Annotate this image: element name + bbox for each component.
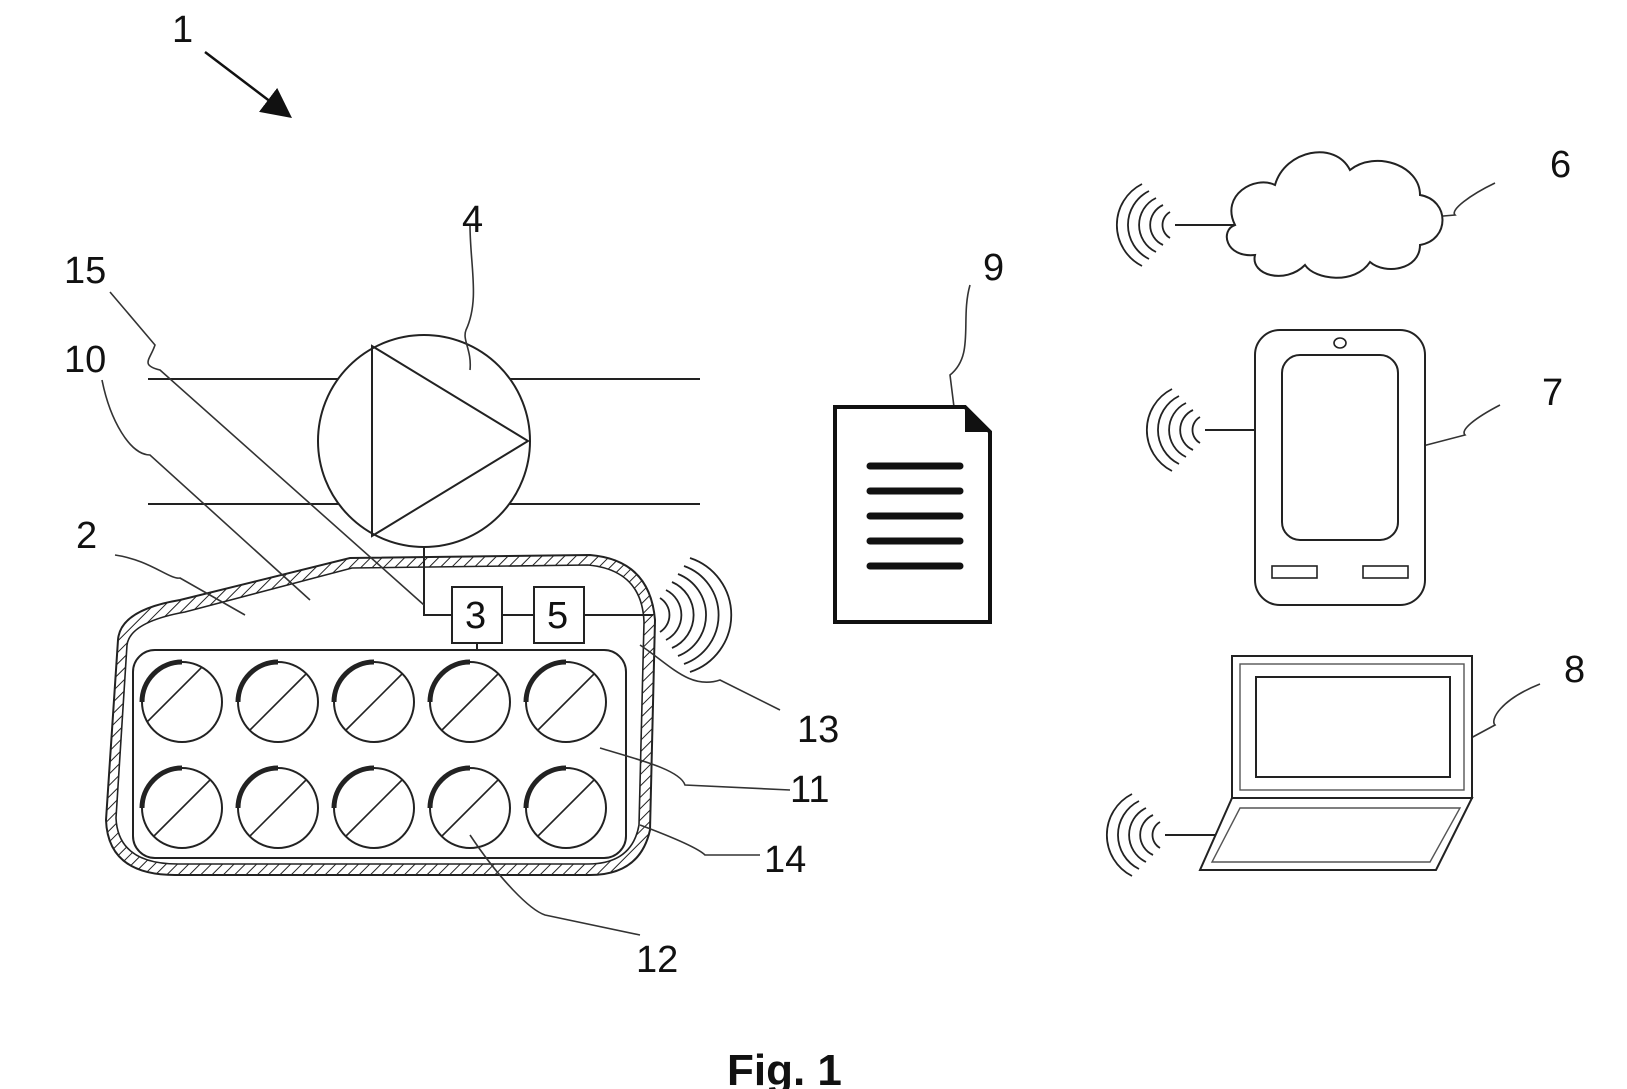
box-5-label: 5 — [547, 595, 568, 637]
smartphone-7-icon — [1205, 330, 1425, 605]
label-10: 10 — [64, 339, 106, 381]
label-9: 9 — [983, 247, 1004, 289]
label-13: 13 — [797, 709, 839, 751]
label-7: 7 — [1542, 372, 1563, 414]
cloud-wireless-icon — [1117, 184, 1170, 266]
label-8: 8 — [1564, 649, 1585, 691]
figure-caption: Fig. 1 — [727, 1046, 842, 1089]
document-9-icon — [835, 407, 990, 622]
label-14: 14 — [764, 839, 806, 881]
arrow-1 — [205, 52, 288, 115]
cloud-6-icon — [1175, 152, 1443, 278]
label-1: 1 — [172, 9, 193, 51]
wireless-signal-icon — [660, 558, 731, 672]
label-12: 12 — [636, 939, 678, 981]
label-11: 11 — [790, 769, 829, 811]
box-3-label: 3 — [465, 595, 486, 637]
laptop-wireless-icon — [1107, 794, 1160, 876]
label-15: 15 — [64, 250, 106, 292]
label-2: 2 — [76, 515, 97, 557]
phone-wireless-icon — [1147, 389, 1200, 471]
control-unit-3: 3 — [452, 587, 502, 643]
label-4: 4 — [462, 199, 483, 241]
label-6: 6 — [1550, 144, 1571, 186]
laptop-8-icon — [1165, 656, 1472, 870]
pump-4 — [318, 335, 530, 547]
transmitter-5: 5 — [534, 587, 584, 643]
